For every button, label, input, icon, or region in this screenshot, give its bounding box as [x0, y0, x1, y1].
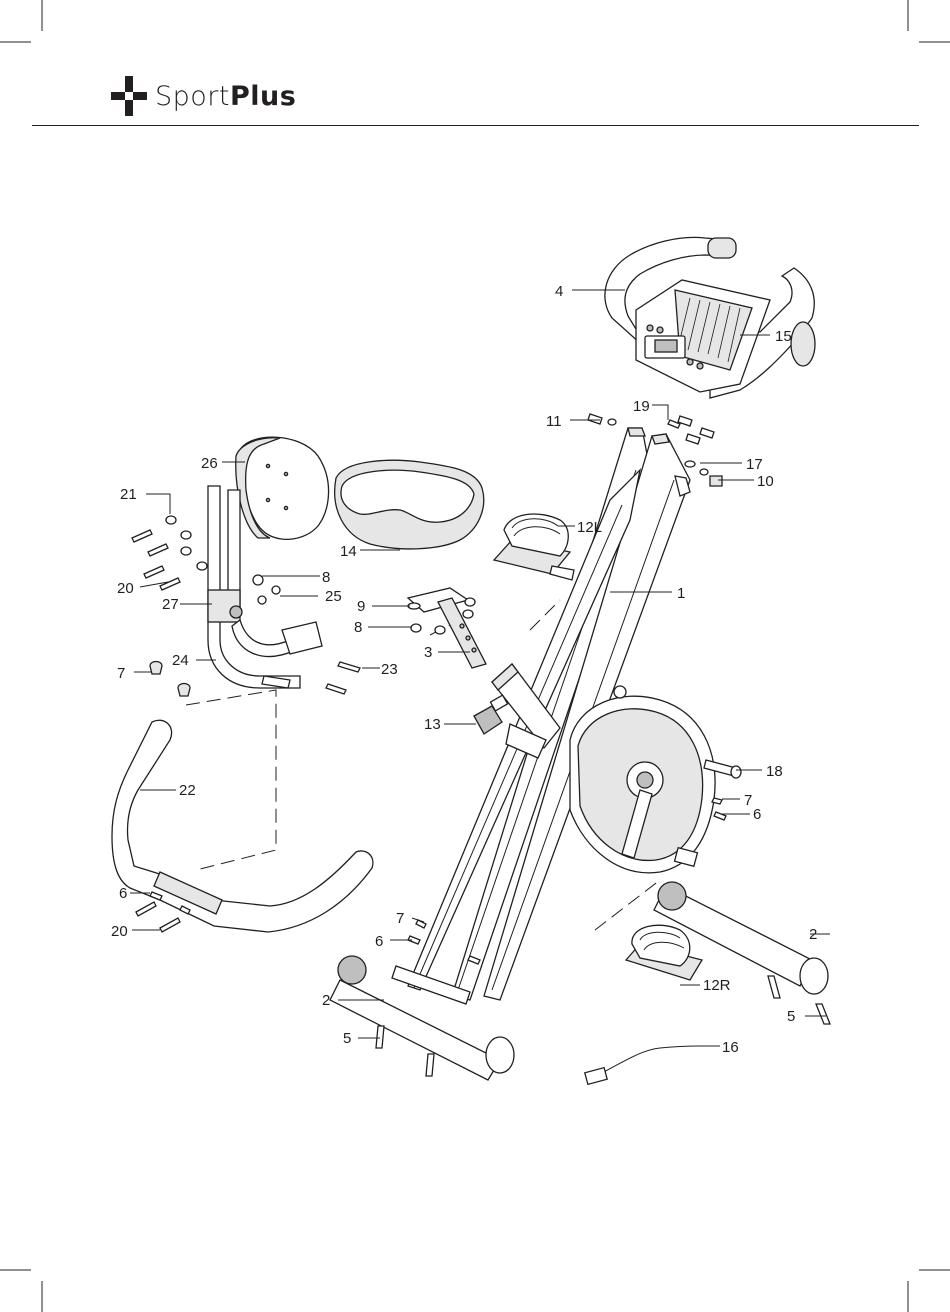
callout-17: 17 — [746, 456, 763, 473]
callout-5-front: 5 — [343, 1030, 351, 1047]
callout-8-seat: 8 — [354, 619, 362, 636]
callout-15: 15 — [775, 328, 792, 345]
grip-handlebar — [112, 720, 373, 932]
callout-9: 9 — [357, 598, 365, 615]
callout-22: 22 — [179, 782, 196, 799]
callout-7-backrest: 7 — [117, 665, 125, 682]
callout-4: 4 — [555, 283, 563, 300]
callout-11: 11 — [546, 413, 562, 430]
handlebar-console — [605, 237, 815, 398]
callout-2-front: 2 — [322, 992, 330, 1009]
callout-25: 25 — [325, 588, 342, 605]
sensor-cable — [585, 1046, 700, 1084]
callout-13: 13 — [424, 716, 441, 733]
callout-12l: 12L — [577, 519, 602, 536]
callout-24: 24 — [172, 652, 189, 669]
callout-23: 23 — [381, 661, 398, 678]
seat — [335, 460, 484, 549]
callout-14: 14 — [340, 543, 357, 560]
callout-6-right: 6 — [753, 806, 761, 823]
callout-18: 18 — [766, 763, 783, 780]
callout-6-grip: 6 — [119, 885, 127, 902]
right-pedal — [626, 925, 702, 980]
callout-3: 3 — [424, 644, 432, 661]
callout-5-rear: 5 — [787, 1008, 795, 1025]
callout-8-backrest: 8 — [322, 569, 330, 586]
callout-26: 26 — [201, 455, 218, 472]
callout-7-right: 7 — [744, 792, 752, 809]
callout-7-frame: 7 — [396, 910, 404, 927]
flywheel-housing — [570, 686, 715, 873]
callout-20-grip: 20 — [111, 923, 128, 940]
callout-20-backrest: 20 — [117, 580, 134, 597]
callout-2-rear: 2 — [809, 926, 817, 943]
callout-6-frame: 6 — [375, 933, 383, 950]
callout-1: 1 — [677, 585, 685, 602]
adjustment-knob — [474, 695, 508, 734]
backrest-pad — [236, 437, 329, 539]
callout-19: 19 — [633, 398, 650, 415]
left-pedal — [494, 514, 574, 580]
callout-21: 21 — [120, 486, 137, 503]
callout-16: 16 — [722, 1039, 739, 1056]
callout-27: 27 — [162, 596, 179, 613]
callout-10: 10 — [757, 473, 774, 490]
callout-12r: 12R — [703, 977, 731, 994]
